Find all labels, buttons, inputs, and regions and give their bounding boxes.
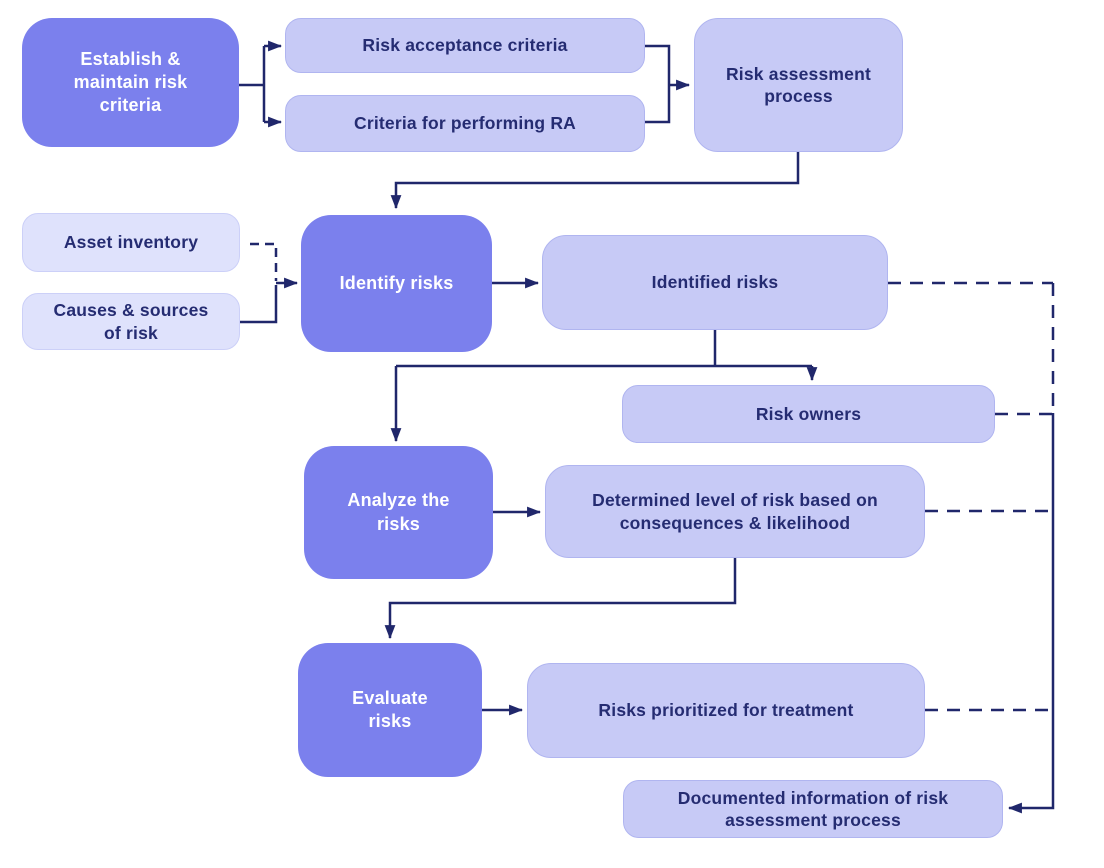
node-identify-risks: Identify risks [301,215,492,352]
node-establish-maintain-risk-criteria: Establish & maintain risk criteria [22,18,239,147]
node-risk-acceptance-criteria: Risk acceptance criteria [285,18,645,73]
node-risk-assessment-process: Risk assessment process [694,18,903,152]
edge-asset-inventory-dashed [250,242,278,281]
node-evaluate-risks: Evaluate risks [298,643,482,777]
edge-criteria-merge [645,44,671,124]
node-identified-risks: Identified risks [542,235,888,330]
node-asset-inventory: Asset inventory [22,213,240,272]
node-analyze-the-risks: Analyze the risks [304,446,493,579]
edge-determined-to-evaluate [384,558,737,640]
node-determined-level-of-risk: Determined level of risk based on conseq… [545,465,925,558]
node-causes-sources-of-risk: Causes & sources of risk [22,293,240,350]
node-documented-information: Documented information of risk assessmen… [623,780,1003,838]
node-risks-prioritized-for-treatment: Risks prioritized for treatment [527,663,925,758]
edge-identified-down [396,330,812,368]
edge-rail-to-documented [1007,413,1055,814]
edge-ra-process-to-identify [390,152,800,210]
node-criteria-for-performing-ra: Criteria for performing RA [285,95,645,152]
edge-causes-sources [240,285,278,324]
edge-establish-out [239,46,266,122]
node-risk-owners: Risk owners [622,385,995,443]
